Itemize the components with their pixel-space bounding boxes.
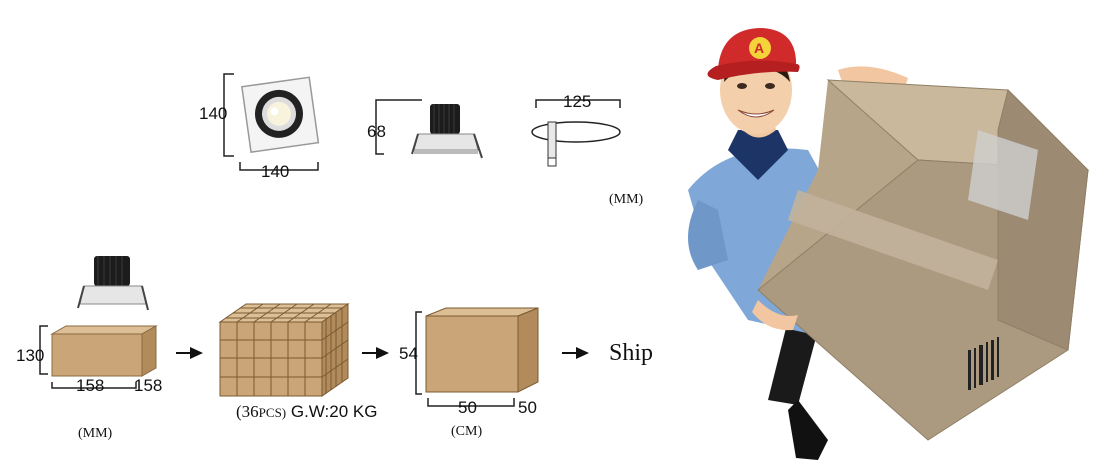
arrow-right-icon bbox=[562, 347, 589, 359]
box-unit-label: (MM) bbox=[78, 426, 113, 441]
cutout-diagram bbox=[531, 99, 621, 167]
front-height-label: 140 bbox=[199, 104, 228, 123]
carton-qty-open: (36 bbox=[236, 402, 259, 421]
single-box-diagram bbox=[39, 325, 158, 389]
outer-height-label: 54 bbox=[399, 344, 418, 363]
front-width-label: 140 bbox=[261, 162, 290, 181]
carton-qty-pcs: PCS) bbox=[258, 405, 287, 420]
outer-unit-label: (CM) bbox=[451, 424, 483, 439]
stacked-carton-diagram bbox=[218, 303, 350, 397]
box-depth-label: 158 bbox=[134, 376, 163, 395]
side-height-label: 68 bbox=[367, 122, 386, 141]
arrow-right-icon bbox=[362, 347, 389, 359]
packed-light-icon bbox=[77, 256, 149, 311]
box-width-label: 158 bbox=[76, 376, 105, 395]
side-view-diagram bbox=[375, 99, 483, 159]
product-unit-label: (MM) bbox=[609, 192, 644, 207]
carton-weight: G.W:20 KG bbox=[286, 402, 378, 421]
delivery-courier-illustration: A bbox=[688, 28, 1090, 460]
front-view-diagram bbox=[223, 73, 320, 171]
outer-depth-label: 50 bbox=[518, 398, 537, 417]
svg-text:A: A bbox=[754, 40, 764, 56]
arrow-right-icon bbox=[176, 347, 203, 359]
cutout-diameter-label: 125 bbox=[563, 92, 592, 111]
outer-width-label: 50 bbox=[458, 398, 477, 417]
carton-qty-label: (36PCS) G.W:20 KG bbox=[236, 402, 377, 422]
outer-carton-diagram bbox=[415, 307, 539, 407]
ship-label: Ship bbox=[609, 340, 654, 366]
box-height-label: 130 bbox=[16, 346, 45, 365]
